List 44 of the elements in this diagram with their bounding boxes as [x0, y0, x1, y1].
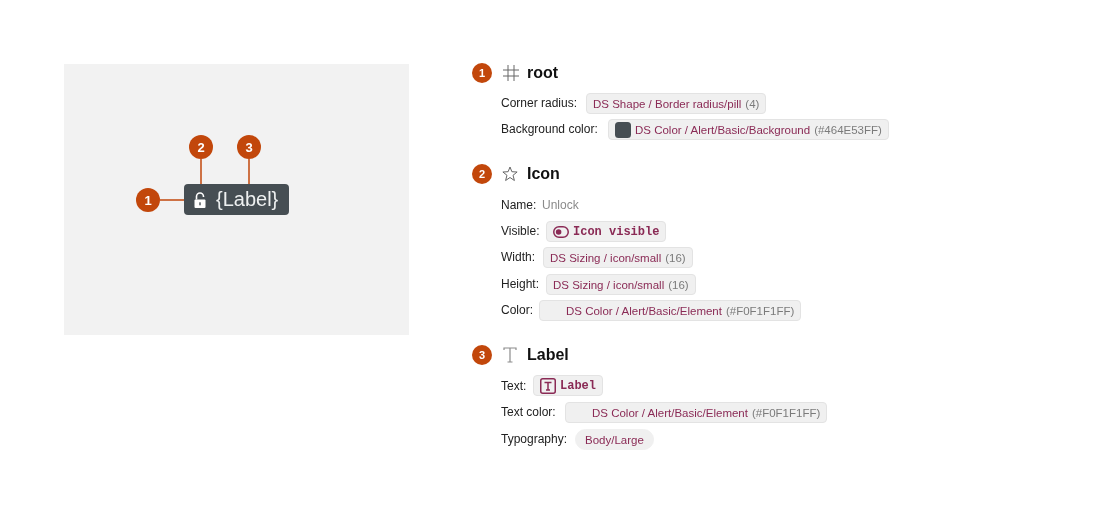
section-title: Label [527, 345, 569, 365]
token-chip [546, 221, 667, 242]
token-chip [608, 119, 889, 140]
leader-line [159, 199, 185, 201]
property-label: Background color: [501, 121, 598, 137]
token-name: DS Color / Alert/Basic/Element [566, 303, 722, 318]
token-name: DS Color / Alert/Basic/Background [635, 122, 811, 137]
property-label: Text color: [501, 404, 556, 420]
token-name: DS Sizing / icon/small [553, 277, 665, 292]
token-chip [546, 274, 696, 295]
callout-number: 3 [472, 345, 492, 365]
token-name: Icon visible [573, 224, 660, 239]
property-label: Corner radius: [501, 95, 578, 111]
token-chip [539, 300, 802, 321]
tag-chip [184, 184, 289, 215]
token-value: (#F0F1F1FF) [751, 405, 821, 420]
token-value: (4) [745, 96, 760, 111]
property-label: Text: [501, 378, 527, 394]
token-chip [565, 402, 828, 423]
property-label: Visible: [501, 223, 540, 239]
property-label: Color: [501, 302, 533, 318]
token-name: DS Sizing / icon/small [550, 250, 662, 265]
token-name: DS Shape / Border radius/pill [593, 96, 742, 111]
token-chip [543, 247, 693, 268]
token-chip [533, 375, 603, 396]
property-label: Name: [501, 197, 537, 213]
property-label: Height: [501, 276, 540, 292]
token-name: Label [560, 378, 596, 393]
callout-number: 2 [472, 164, 492, 184]
section-title: root [527, 63, 559, 83]
token-value: (#464E53FF) [814, 122, 882, 137]
property-value: Unlock [542, 197, 579, 213]
token-value: (#F0F1F1FF) [725, 303, 795, 318]
callout-number: 1 [472, 63, 492, 83]
property-label: Width: [501, 249, 535, 265]
token-name: Body/Large [585, 432, 644, 447]
section-title: Icon [527, 164, 560, 184]
token-chip [586, 93, 767, 114]
token-value: (16) [665, 250, 686, 265]
token-name: DS Color / Alert/Basic/Element [592, 405, 748, 420]
padlock-icon [193, 192, 207, 208]
token-value: (16) [668, 277, 689, 292]
placeholder-label: {Label} [216, 187, 279, 211]
property-label: Typography: [501, 431, 568, 447]
